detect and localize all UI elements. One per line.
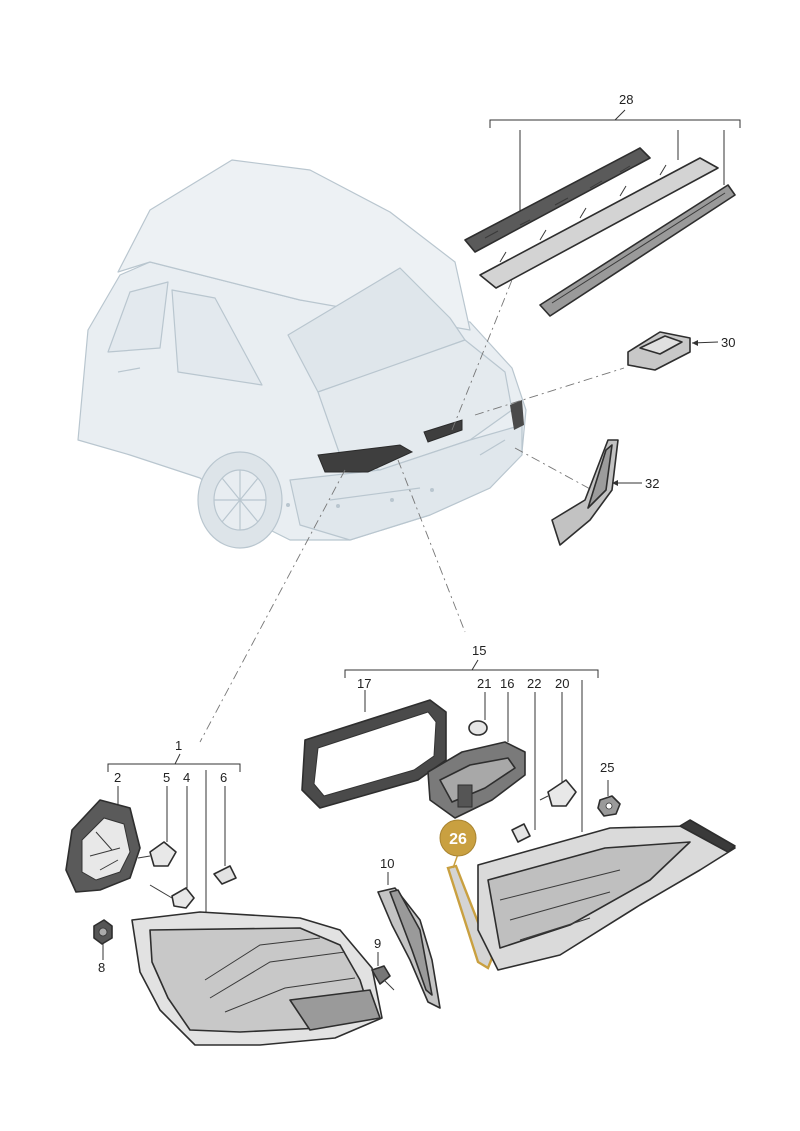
part-6 <box>213 865 237 885</box>
car-taillight-left <box>317 444 414 473</box>
callout-10: 10 <box>380 856 394 871</box>
part-30 <box>627 331 719 371</box>
part-2 <box>65 799 141 893</box>
part-5 <box>137 841 177 867</box>
car-taillight-right <box>510 400 524 430</box>
callout-25: 25 <box>600 760 614 775</box>
part-32 <box>551 439 642 546</box>
part-1-group <box>107 753 241 912</box>
part-26-strip <box>446 864 494 970</box>
callout-16: 16 <box>500 676 514 691</box>
part-10 <box>377 872 441 1009</box>
inner-taillight <box>477 819 736 971</box>
part-28-group <box>464 109 741 317</box>
callout-15: 15 <box>472 643 486 658</box>
callout-8: 8 <box>98 960 105 975</box>
callout-20: 20 <box>555 676 569 691</box>
car-taillight-center <box>423 419 463 443</box>
callout-labels: 28 30 32 15 17 21 16 22 20 25 1 2 5 4 6 … <box>98 92 735 975</box>
callout-1: 1 <box>175 738 182 753</box>
guide-lines <box>199 269 625 743</box>
callout-32: 32 <box>645 476 659 491</box>
part-17 <box>301 699 447 809</box>
callout-17: 17 <box>357 676 371 691</box>
part-16-21 <box>427 720 526 819</box>
part-20 <box>539 779 577 807</box>
callout-30: 30 <box>721 335 735 350</box>
callout-4: 4 <box>183 770 190 785</box>
part-4 <box>149 884 195 909</box>
part-22 <box>511 823 531 843</box>
part-9 <box>371 952 395 991</box>
outer-taillight <box>131 911 383 1046</box>
callout-9: 9 <box>374 936 381 951</box>
callout-2: 2 <box>114 770 121 785</box>
callout-22: 22 <box>527 676 541 691</box>
callout-28: 28 <box>619 92 633 107</box>
callout-21: 21 <box>477 676 491 691</box>
callout-6: 6 <box>220 770 227 785</box>
part-25 <box>597 780 621 817</box>
part-26 <box>439 819 494 970</box>
part-8 <box>93 919 113 960</box>
part-15-group <box>344 659 599 832</box>
car-illustration <box>77 159 527 549</box>
part-26-callout-badge <box>439 819 477 857</box>
callout-5: 5 <box>163 770 170 785</box>
callout-26: 26 <box>449 831 467 848</box>
